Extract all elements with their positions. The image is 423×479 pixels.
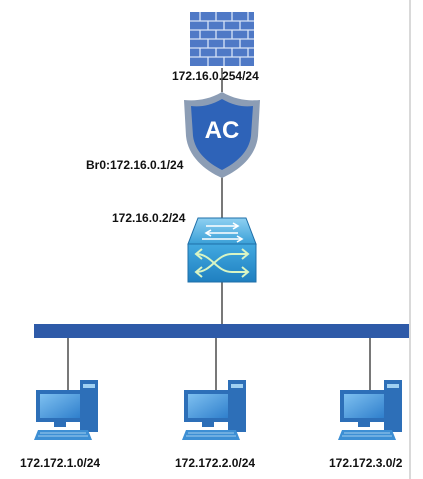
page-edge-divider: [409, 0, 411, 479]
switch-ip-label: 172.16.0.2/24: [112, 211, 186, 225]
pc1-subnet-label: 172.172.1.0/24: [20, 456, 101, 470]
ac-interface-label: Br0:172.16.0.1/24: [86, 158, 184, 172]
pc2-subnet-label: 172.172.2.0/24: [175, 456, 256, 470]
links: [67, 68, 371, 392]
access-controller-icon[interactable]: AC: [184, 92, 260, 178]
firewall-ip-label: 172.16.0.254/24: [172, 69, 259, 83]
ac-text: AC: [205, 117, 240, 144]
ethernet-bus: [34, 324, 409, 338]
switch-icon[interactable]: [187, 217, 257, 283]
computer-icon[interactable]: [338, 380, 402, 440]
pc3-subnet-label: 172.172.3.0/2: [329, 456, 403, 470]
computer-icon[interactable]: [182, 380, 246, 440]
computer-icon[interactable]: [34, 380, 98, 440]
firewall-icon[interactable]: [190, 12, 254, 66]
